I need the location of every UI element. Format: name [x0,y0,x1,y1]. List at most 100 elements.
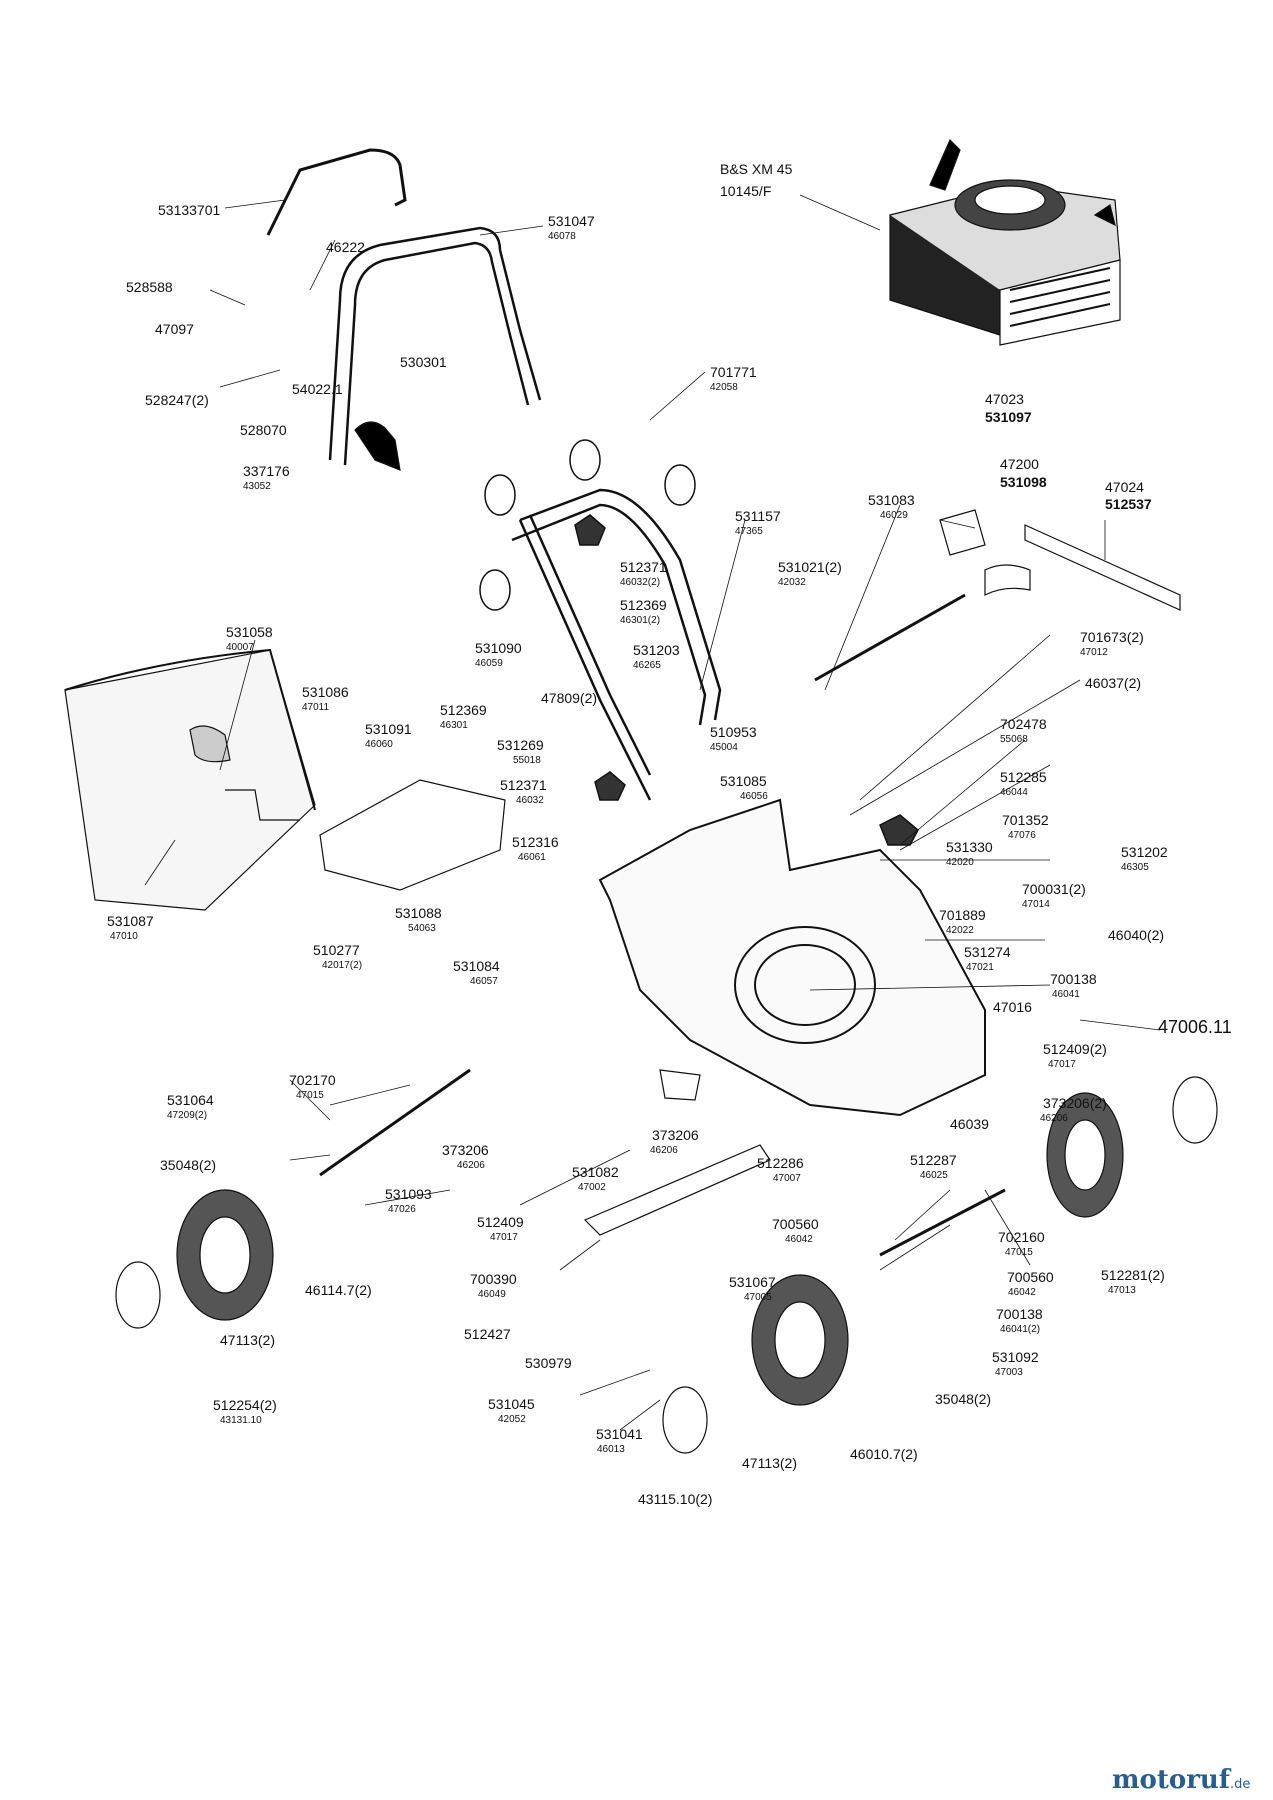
throttle-lever-drawing [354,421,401,471]
part-531086: 531086 [302,684,349,700]
part-45004: 45004 [710,742,738,753]
part-47023: 47023 [985,391,1024,407]
part-512369-a: 512369 [620,597,667,613]
part-373206-b: 373206 [652,1127,699,1143]
control-bail-drawing [266,148,407,236]
part-47076: 47076 [1008,830,1036,841]
part-701352: 701352 [1002,812,1049,828]
part-42020: 42020 [946,857,974,868]
part-510277: 510277 [313,942,360,958]
part-528588: 528588 [126,279,173,295]
part-700138-a: 700138 [1050,971,1097,987]
part-47809: 47809(2) [541,690,598,706]
part-531088: 531088 [395,905,442,921]
part-531067: 531067 [729,1274,776,1290]
part-700560-a: 700560 [772,1216,819,1232]
part-46206-a: 46206 [1040,1113,1068,1124]
part-700560-b: 700560 [1007,1269,1054,1285]
part-47365: 47365 [735,526,763,537]
part-531087: 531087 [107,913,154,929]
part-46037: 46037(2) [1085,675,1142,691]
engine-drawing [889,138,1121,346]
part-43131-10: 43131.10 [220,1415,262,1426]
part-46056: 46056 [740,791,768,802]
part-701889: 701889 [939,907,986,923]
part-531202: 531202 [1121,844,1168,860]
part-46049: 46049 [478,1289,506,1300]
part-512409-a: 512409(2) [1043,1041,1107,1057]
mower-deck-drawing [598,798,986,1117]
part-47016: 47016 [993,999,1032,1015]
part-512285: 512285 [1000,769,1047,785]
part-47015-a: 47015 [296,1090,324,1101]
part-46042-b: 46042 [1008,1287,1036,1298]
part-531090: 531090 [475,640,522,656]
part-531021: 531021(2) [778,559,842,575]
part-531092: 531092 [992,1349,1039,1365]
part-47024: 47024 [1105,479,1144,495]
part-46029: 46029 [880,510,908,521]
part-531093: 531093 [385,1186,432,1202]
part-47014: 47014 [1022,899,1050,910]
part-47015-b: 47015 [1005,1247,1033,1258]
part-530979: 530979 [525,1355,572,1371]
part-46044: 46044 [1000,787,1028,798]
part-47005: 47005 [744,1292,772,1303]
part-531058: 531058 [226,624,273,640]
part-47003: 47003 [995,1367,1023,1378]
part-47021: 47021 [966,962,994,973]
part-702160: 702160 [998,1229,1045,1245]
flap-bar-drawing [1024,524,1181,611]
motoruf-logo: motoruf.de [1112,1765,1250,1795]
part-47200: 47200 [1000,456,1039,472]
part-531203: 531203 [633,642,680,658]
upper-handle-drawing [328,226,542,466]
part-700138-b: 700138 [996,1306,1043,1322]
part-702170: 702170 [289,1072,336,1088]
part-53133701: 53133701 [158,202,221,218]
part-42022: 42022 [946,925,974,936]
logo-suffix: .de [1230,1777,1251,1792]
rear-axle-rod-drawing [814,593,966,682]
part-47013: 47013 [1108,1285,1136,1296]
part-531274: 531274 [964,944,1011,960]
part-47113-a: 47113(2) [220,1332,276,1348]
lower-handle-drawing [511,488,722,801]
part-701673: 701673(2) [1080,629,1144,645]
part-43115-10: 43115.10(2) [638,1491,713,1507]
part-531082: 531082 [572,1164,619,1180]
part-46060: 46060 [365,739,393,750]
part-531330: 531330 [946,839,993,855]
part-42052: 42052 [498,1414,526,1425]
part-42032: 42032 [778,577,806,588]
part-512371-b: 512371 [500,777,547,793]
part-43052: 43052 [243,481,271,492]
part-46305: 46305 [1121,862,1149,873]
part-528247: 528247(2) [145,392,209,408]
part-46114-7: 46114.7(2) [305,1282,372,1298]
part-35048-b: 35048(2) [935,1391,992,1407]
part-46010-7: 46010.7(2) [850,1446,918,1462]
part-701771: 701771 [710,364,757,380]
wheel-drawings [115,1076,1218,1454]
flap-plate-drawing [939,509,986,556]
part-46301: 46301 [440,720,468,731]
part-512427: 512427 [464,1326,511,1342]
part-531084: 531084 [453,958,500,974]
leader-lines [144,194,1161,1431]
part-46040: 46040(2) [1108,927,1165,943]
part-512254: 512254(2) [213,1397,277,1413]
engine-model-label: B&S XM 45 [720,161,793,177]
part-46041-2: 46041(2) [1000,1324,1041,1335]
part-530301: 530301 [400,354,447,370]
part-531041: 531041 [596,1426,643,1442]
part-46301-2: 46301(2) [620,615,661,626]
part-47017-a: 47017 [1048,1059,1076,1070]
part-47026: 47026 [388,1204,416,1215]
part-531269: 531269 [497,737,544,753]
part-42017: 42017(2) [322,960,363,971]
part-46041: 46041 [1052,989,1080,1000]
part-700390: 700390 [470,1271,517,1287]
front-axle-drawing [319,1068,471,1177]
